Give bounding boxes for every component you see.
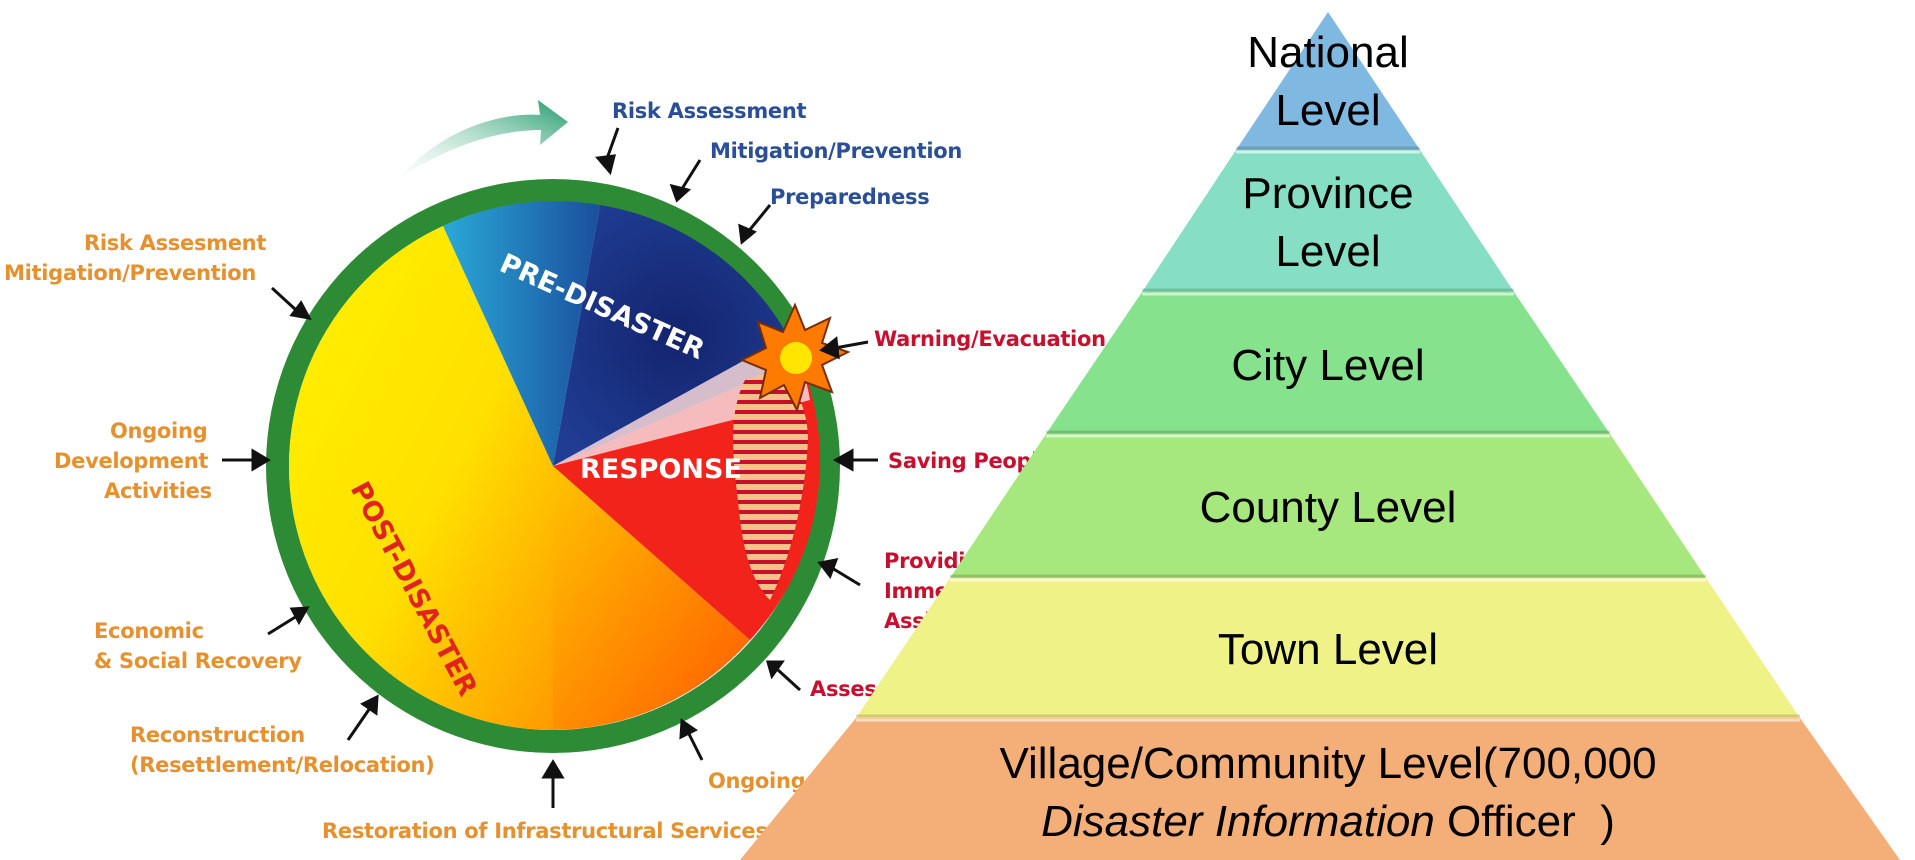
pyramid-label-province-line2: Level <box>1275 227 1380 276</box>
label-mitigation-prevention: Mitigation/Prevention <box>710 139 962 163</box>
sector-transition <box>553 466 750 730</box>
sector-pre-disaster <box>553 205 800 466</box>
label-reconstruction-line1: Reconstruction <box>130 723 305 747</box>
label-left-risk-line2: Mitigation/Prevention <box>4 261 256 285</box>
label-left-risk-line1: Risk Assesment <box>84 231 266 255</box>
pyramid-tier-national <box>1236 12 1420 150</box>
label-reconstruction-line2: (Resettlement/Relocation) <box>130 753 434 777</box>
pyramid: National Level Province Level City Level… <box>740 12 1900 860</box>
label-preparedness: Preparedness <box>770 185 929 209</box>
label-restoration: Restoration of Infrastructural Services <box>322 819 768 843</box>
pyramid-tier-county <box>950 434 1706 578</box>
pyramid-bevels <box>856 150 1800 722</box>
label-ongoing-dev-line2: Development <box>54 449 208 473</box>
label-economic-line2: & Social Recovery <box>94 649 302 673</box>
label-risk-assessment: Risk Assessment <box>612 99 807 123</box>
sector-post-disaster <box>288 226 553 730</box>
sector-pre-disaster-light <box>443 201 600 466</box>
village-line2-rest: Officer ) <box>1435 797 1615 846</box>
pyramid-tier-village <box>740 718 1900 860</box>
pyramid-label-province-line1: Province <box>1242 169 1413 218</box>
sector-blend <box>553 335 810 466</box>
village-line2-italic: Disaster Information <box>1041 797 1435 846</box>
pyramid-label-town: Town Level <box>1218 625 1438 674</box>
pyramid-label-village-line2: Disaster Information Officer ) <box>1041 797 1615 846</box>
cycle-direction-arrow-icon <box>400 100 568 178</box>
pointer-arrows <box>222 127 878 808</box>
response-striped-band <box>733 370 808 600</box>
label-warning-evacuation: Warning/Evacuation <box>874 327 1106 351</box>
label-ongoing-dev-line3: Activities <box>104 479 212 503</box>
pyramid-label-national-line2: Level <box>1275 86 1380 135</box>
pyramid-tier-city <box>1046 292 1610 434</box>
pyramid-tier-province <box>1142 150 1514 292</box>
label-ongoing-dev-line1: Ongoing <box>110 419 207 443</box>
pyramid-label-county: County Level <box>1200 483 1457 532</box>
pyramid-label-village-line1: Village/Community Level(700,000 <box>999 739 1656 788</box>
pyramid-shadows <box>856 146 1800 718</box>
label-economic-line1: Economic <box>94 619 204 643</box>
pyramid-tier-town <box>856 578 1800 718</box>
pyramid-label-national-line1: National <box>1247 28 1408 77</box>
pyramid-label-city: City Level <box>1231 341 1424 390</box>
disaster-cycle: PRE-DISASTER RESPONSE POST-DISASTER Risk… <box>4 99 1106 843</box>
explosion-core <box>780 342 812 374</box>
sector-label-response: RESPONSE <box>580 454 742 485</box>
